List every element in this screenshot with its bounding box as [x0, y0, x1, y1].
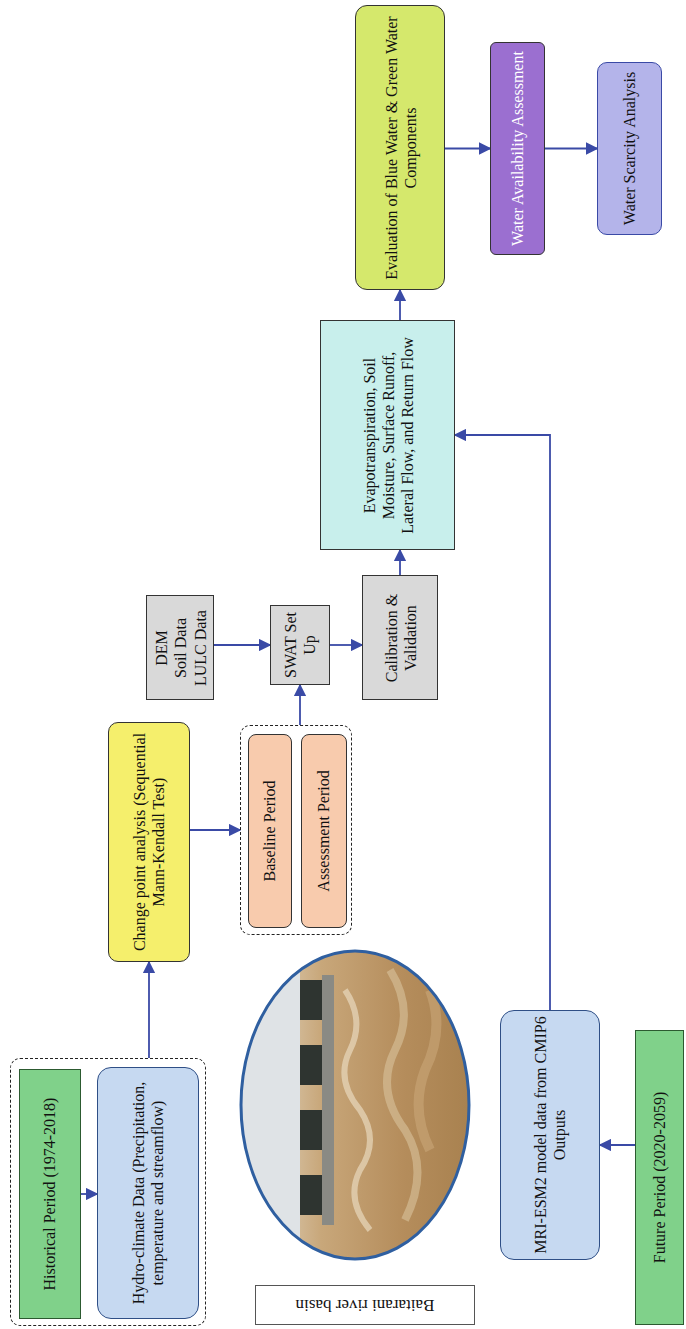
node-text: Calibration & Validation: [381, 580, 419, 695]
period-box: Future Period (2020-2059): [635, 1030, 684, 1325]
flow-arrow: [600, 1144, 635, 1146]
assessment-box: Water Availability Assessment: [490, 42, 545, 255]
node-text: LULC Data: [190, 599, 209, 696]
flow-arrow: [148, 962, 150, 1058]
text-holder: Water Availability Assessment: [495, 47, 540, 250]
text-block: Baseline Period: [260, 738, 279, 924]
text-block: MRI-ESM2 model data from CMIP6 Outputs: [531, 1016, 569, 1254]
node-text: DEM: [151, 599, 170, 696]
flow-arrow: [455, 435, 550, 1010]
node-text: Evaluation of Blue Water & Green Water C…: [381, 11, 419, 284]
input-box: DEMSoil DataLULC Data: [146, 595, 214, 700]
process-box: Calibration & Validation: [362, 575, 438, 700]
text-block: Water Scarcity Analysis: [620, 67, 639, 230]
text-block: Water Availability Assessment: [508, 47, 527, 250]
flow-arrow: [445, 148, 490, 150]
text-block: Evaluation of Blue Water & Green Water C…: [381, 11, 419, 284]
flow-arrow: [299, 685, 301, 725]
analysis-box: Water Scarcity Analysis: [597, 62, 662, 235]
node-text: SWAT Set Up: [281, 610, 319, 680]
text-holder: Evaluation of Blue Water & Green Water C…: [361, 11, 439, 284]
text-holder: SWAT Set Up: [275, 610, 325, 680]
node-text: Change point analysis (Sequential Mann-K…: [130, 728, 168, 956]
node-text: Water Scarcity Analysis: [620, 67, 639, 230]
text-block: Change point analysis (Sequential Mann-K…: [130, 728, 168, 956]
text-holder: Future Period (2020-2059): [639, 1034, 680, 1321]
flow-arrow: [190, 829, 240, 831]
node-text: Baseline Period: [260, 738, 279, 924]
output-box: Evapotranspiration, Soil Moisture, Surfa…: [320, 320, 455, 550]
text-holder: Baseline Period: [252, 738, 288, 924]
node-text: Evapotranspiration, Soil Moisture, Surfa…: [359, 327, 417, 543]
group-frame: Baseline Period Assessment Period: [240, 725, 352, 935]
photo-content: [240, 950, 472, 1262]
photo-frame: [241, 951, 469, 1259]
flow-arrow: [330, 644, 362, 646]
text-block: DEMSoil DataLULC Data: [151, 599, 209, 696]
node-text: Water Availability Assessment: [508, 47, 527, 250]
group-frame: Historical Period (1974-2018) Hydro-clima…: [10, 1058, 206, 1326]
data-box: Hydro-climate Data (Precipitation, tempe…: [97, 1067, 199, 1319]
text-holder: Historical Period (1974-2018): [24, 1074, 76, 1314]
period-box: Historical Period (1974-2018): [19, 1069, 81, 1319]
flow-arrow: [545, 148, 597, 150]
text-block: Calibration & Validation: [381, 580, 419, 695]
text-holder: Hydro-climate Data (Precipitation, tempe…: [103, 1073, 193, 1313]
text-holder: DEMSoil DataLULC Data: [150, 599, 210, 696]
text-holder: Change point analysis (Sequential Mann-K…: [114, 728, 184, 956]
flow-arrow: [399, 550, 401, 575]
text-block: Baitarani river basin: [260, 1295, 470, 1315]
text-block: Future Period (2020-2059): [650, 1034, 669, 1321]
text-holder: Evapotranspiration, Soil Moisture, Surfa…: [327, 327, 448, 543]
text-holder: Water Scarcity Analysis: [602, 67, 657, 230]
text-block: Evapotranspiration, Soil Moisture, Surfa…: [359, 327, 417, 543]
text-holder: MRI-ESM2 model data from CMIP6 Outputs: [506, 1016, 594, 1254]
evaluation-box: Evaluation of Blue Water & Green Water C…: [355, 5, 445, 290]
node-text: Baitarani river basin: [260, 1295, 470, 1315]
flow-arrow: [399, 290, 401, 320]
node-text: Hydro-climate Data (Precipitation, tempe…: [129, 1073, 167, 1313]
process-box: Change point analysis (Sequential Mann-K…: [108, 722, 190, 962]
text-block: Historical Period (1974-2018): [40, 1074, 59, 1314]
caption-box: Baitarani river basin: [255, 1285, 475, 1325]
data-box: MRI-ESM2 model data from CMIP6 Outputs: [500, 1010, 600, 1260]
node-text: Soil Data: [170, 599, 189, 696]
text-block: SWAT Set Up: [281, 610, 319, 680]
text-block: Assessment Period: [314, 738, 333, 924]
text-holder: Assessment Period: [305, 738, 343, 924]
node-text: MRI-ESM2 model data from CMIP6 Outputs: [531, 1016, 569, 1254]
period-box: Baseline Period: [248, 734, 292, 928]
flow-arrow: [214, 644, 270, 646]
node-text: Assessment Period: [314, 738, 333, 924]
flow-arrow: [81, 1193, 97, 1195]
text-holder: Baitarani river basin: [260, 1290, 470, 1320]
text-block: Hydro-climate Data (Precipitation, tempe…: [129, 1073, 167, 1313]
node-text: Future Period (2020-2059): [650, 1034, 669, 1321]
node-text: Historical Period (1974-2018): [40, 1074, 59, 1314]
process-box: SWAT Set Up: [270, 605, 330, 685]
period-box: Assessment Period: [301, 734, 347, 928]
text-holder: Calibration & Validation: [367, 580, 433, 695]
